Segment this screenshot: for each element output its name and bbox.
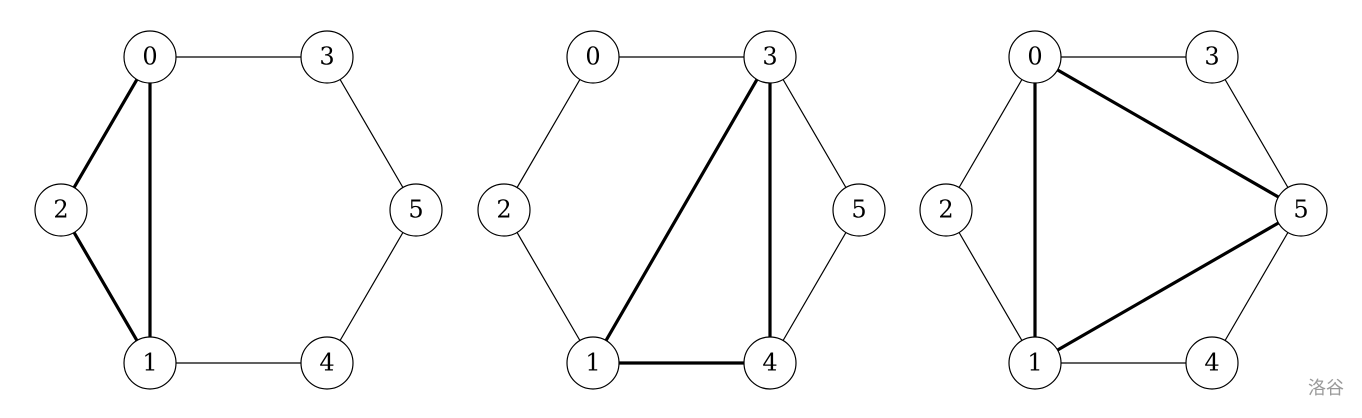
node-1: 1 [566, 336, 620, 390]
graph-2: 0 1 2 3 4 5 [477, 30, 886, 390]
node-2: 2 [919, 183, 973, 237]
edge-2-1 [59, 209, 152, 364]
node-label: 0 [142, 43, 157, 71]
node-circle [566, 336, 620, 390]
node-label: 3 [762, 43, 777, 71]
node-label: 0 [585, 43, 600, 71]
node-label: 3 [319, 43, 334, 71]
edge-0-5 [1034, 55, 1302, 212]
node-circle [123, 336, 177, 390]
edge-3-5 [1211, 56, 1302, 211]
node-circle [743, 30, 797, 84]
edge-2-1 [503, 209, 594, 364]
node-label: 5 [408, 196, 423, 224]
graph-3: 0 1 2 3 4 5 [919, 30, 1328, 390]
node-label: 2 [496, 196, 511, 224]
edge-5-4 [769, 209, 860, 364]
node-2: 2 [34, 183, 88, 237]
node-label: 2 [938, 196, 953, 224]
node-0: 0 [1008, 30, 1062, 84]
node-0: 0 [566, 30, 620, 84]
node-circle [743, 336, 797, 390]
edge-0-2 [945, 56, 1036, 211]
node-label: 2 [53, 196, 68, 224]
node-circle [832, 183, 886, 237]
node-label: 4 [319, 349, 334, 377]
node-circle [919, 183, 973, 237]
watermark-text: 洛谷 [1308, 378, 1344, 399]
node-3: 3 [300, 30, 354, 84]
node-0: 0 [123, 30, 177, 84]
node-4: 4 [1185, 336, 1239, 390]
node-4: 4 [743, 336, 797, 390]
node-1: 1 [1008, 336, 1062, 390]
node-circle [566, 30, 620, 84]
node-label: 1 [585, 349, 600, 377]
node-4: 4 [300, 336, 354, 390]
node-circle [34, 183, 88, 237]
node-circle [1008, 336, 1062, 390]
node-3: 3 [1185, 30, 1239, 84]
node-label: 4 [762, 349, 777, 377]
node-5: 5 [1274, 183, 1328, 237]
node-5: 5 [389, 183, 443, 237]
node-3: 3 [743, 30, 797, 84]
node-circle [1185, 30, 1239, 84]
node-1: 1 [123, 336, 177, 390]
node-2: 2 [477, 183, 531, 237]
node-circle [1185, 336, 1239, 390]
edge-0-2 [503, 56, 594, 211]
node-label: 4 [1204, 349, 1219, 377]
node-label: 5 [1293, 196, 1308, 224]
edge-3-1 [591, 56, 772, 364]
graph-1: 0 1 2 3 4 5 [34, 30, 443, 390]
node-label: 3 [1204, 43, 1219, 71]
edge-0-2 [59, 56, 152, 211]
node-circle [477, 183, 531, 237]
edge-5-4 [326, 209, 417, 364]
node-circle [1274, 183, 1328, 237]
edge-3-5 [326, 56, 417, 211]
node-5: 5 [832, 183, 886, 237]
edge-1-5 [1034, 208, 1302, 365]
edge-2-1 [945, 209, 1036, 364]
node-label: 1 [1027, 349, 1042, 377]
node-circle [300, 336, 354, 390]
node-label: 0 [1027, 43, 1042, 71]
node-circle [300, 30, 354, 84]
node-label: 1 [142, 349, 157, 377]
node-circle [1008, 30, 1062, 84]
node-circle [389, 183, 443, 237]
edge-5-4 [1211, 209, 1302, 364]
node-circle [123, 30, 177, 84]
edge-3-5 [769, 56, 860, 211]
node-label: 5 [851, 196, 866, 224]
